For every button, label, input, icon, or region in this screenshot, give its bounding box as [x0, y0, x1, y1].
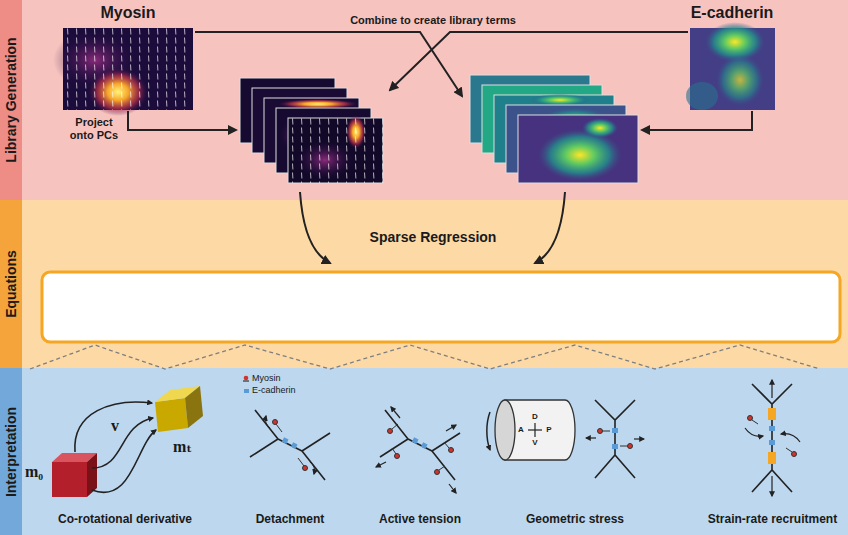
regression-note: Sparse Regression — [370, 229, 497, 245]
vector-symbol: m₀ — [24, 463, 44, 481]
legend-text: E-cadherin — [252, 385, 296, 395]
panel-caption: Co-rotational derivative — [58, 512, 192, 526]
band-panel: InterpretationCo-rotational derivative De… — [0, 368, 848, 535]
panel-caption: Strain-rate recruitment — [708, 512, 837, 526]
panel-caption: Detachment — [256, 512, 325, 526]
axis-letter: A — [518, 425, 524, 434]
band-title: Interpretation — [3, 406, 19, 496]
band-title: Equations — [3, 250, 19, 318]
projection-note: Project onto PCs — [66, 116, 122, 142]
axis-letter: P — [546, 425, 551, 434]
legend-text: Myosin — [252, 373, 281, 383]
axis-letter: D — [532, 412, 538, 421]
panel-caption: Active tension — [379, 512, 461, 526]
vector-symbol: mₜ — [172, 437, 193, 456]
figure-panel: Active tension — [355, 375, 485, 530]
panel-heading: Myosin — [100, 4, 155, 22]
axis-letter: V — [532, 438, 537, 447]
panel-heading: E-cadherin — [691, 4, 774, 22]
library-note: Combine to create library terms — [350, 14, 516, 26]
panel-caption: Geometric stress — [526, 512, 624, 526]
figure-panel: Detachment — [240, 375, 340, 530]
band-title: Library Generation — [3, 37, 19, 162]
vector-symbol: v — [110, 417, 120, 435]
